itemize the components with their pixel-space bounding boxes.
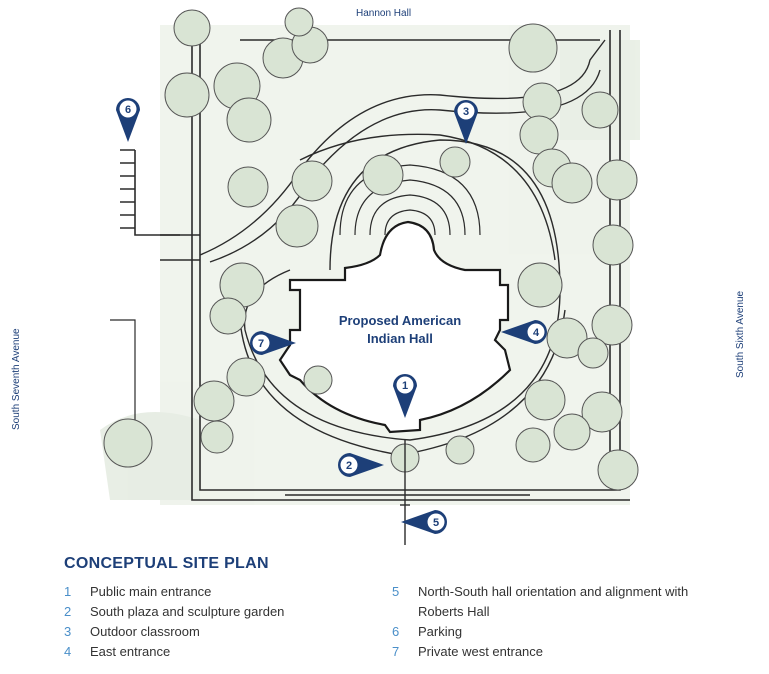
- marker-3-number: 3: [463, 106, 469, 118]
- marker-1-number: 1: [402, 380, 408, 392]
- legend-number: 4: [64, 644, 72, 659]
- marker-4[interactable]: 4: [501, 320, 547, 344]
- legend-item: 5 North-South hall orientation and align…: [392, 582, 722, 622]
- legend-text: Private west entrance: [418, 644, 544, 659]
- marker-2[interactable]: 2: [338, 453, 384, 477]
- legend-number: 5: [392, 584, 400, 599]
- legend-item: 4 East entrance: [64, 642, 364, 662]
- legend-text: South plaza and sculpture garden: [90, 604, 285, 619]
- parking-stalls: [120, 149, 180, 236]
- legend-text: East entrance: [90, 644, 171, 659]
- legend-number: 1: [64, 584, 72, 599]
- legend-text: Parking: [418, 624, 463, 639]
- legend-title: CONCEPTUAL SITE PLAN: [64, 555, 269, 572]
- hall-label: Proposed American Indian Hall: [315, 312, 485, 348]
- legend-column-right: 5 North-South hall orientation and align…: [392, 582, 722, 662]
- legend-text: Outdoor classroom: [90, 624, 200, 639]
- outdoor-classroom-arcs: [339, 164, 481, 236]
- legend-number: 2: [64, 604, 72, 619]
- legend-item: 3 Outdoor classroom: [64, 622, 364, 642]
- marker-1[interactable]: 1: [393, 374, 417, 418]
- north-south-axis: [285, 440, 530, 545]
- legend-number: 7: [392, 644, 400, 659]
- legend-text: North-South hall orientation and alignme…: [418, 584, 689, 619]
- street-label-top: Hannon Hall: [356, 8, 412, 19]
- legend-item: 2 South plaza and sculpture garden: [64, 602, 364, 622]
- marker-7[interactable]: 7: [250, 331, 296, 355]
- marker-5-number: 5: [433, 517, 439, 529]
- street-label-left: South Seventh Avenue: [11, 328, 22, 430]
- street-label-right: South Sixth Avenue: [735, 290, 746, 378]
- legend-item: 6 Parking: [392, 622, 722, 642]
- trees: [103, 7, 639, 491]
- legend-number: 6: [392, 624, 400, 639]
- hall-label-line1: Proposed American: [338, 313, 462, 328]
- legend-item: 1 Public main entrance: [64, 582, 364, 602]
- legend-number: 3: [64, 624, 72, 639]
- marker-6[interactable]: 6: [116, 98, 140, 142]
- marker-4-number: 4: [533, 327, 540, 339]
- legend-text: Public main entrance: [90, 584, 212, 599]
- site-plan-map: 1 2 3 4 5 6 7: [100, 7, 640, 545]
- proposed-hall-footprint: [278, 220, 512, 434]
- marker-2-number: 2: [346, 460, 352, 472]
- marker-3[interactable]: 3: [454, 100, 478, 144]
- legend-item: 7 Private west entrance: [392, 642, 722, 662]
- hall-label-line2: Indian Hall: [367, 331, 433, 346]
- marker-6-number: 6: [125, 104, 131, 116]
- marker-5[interactable]: 5: [401, 510, 447, 534]
- marker-7-number: 7: [258, 338, 264, 350]
- legend-column-left: 1 Public main entrance 2 South plaza and…: [64, 582, 364, 662]
